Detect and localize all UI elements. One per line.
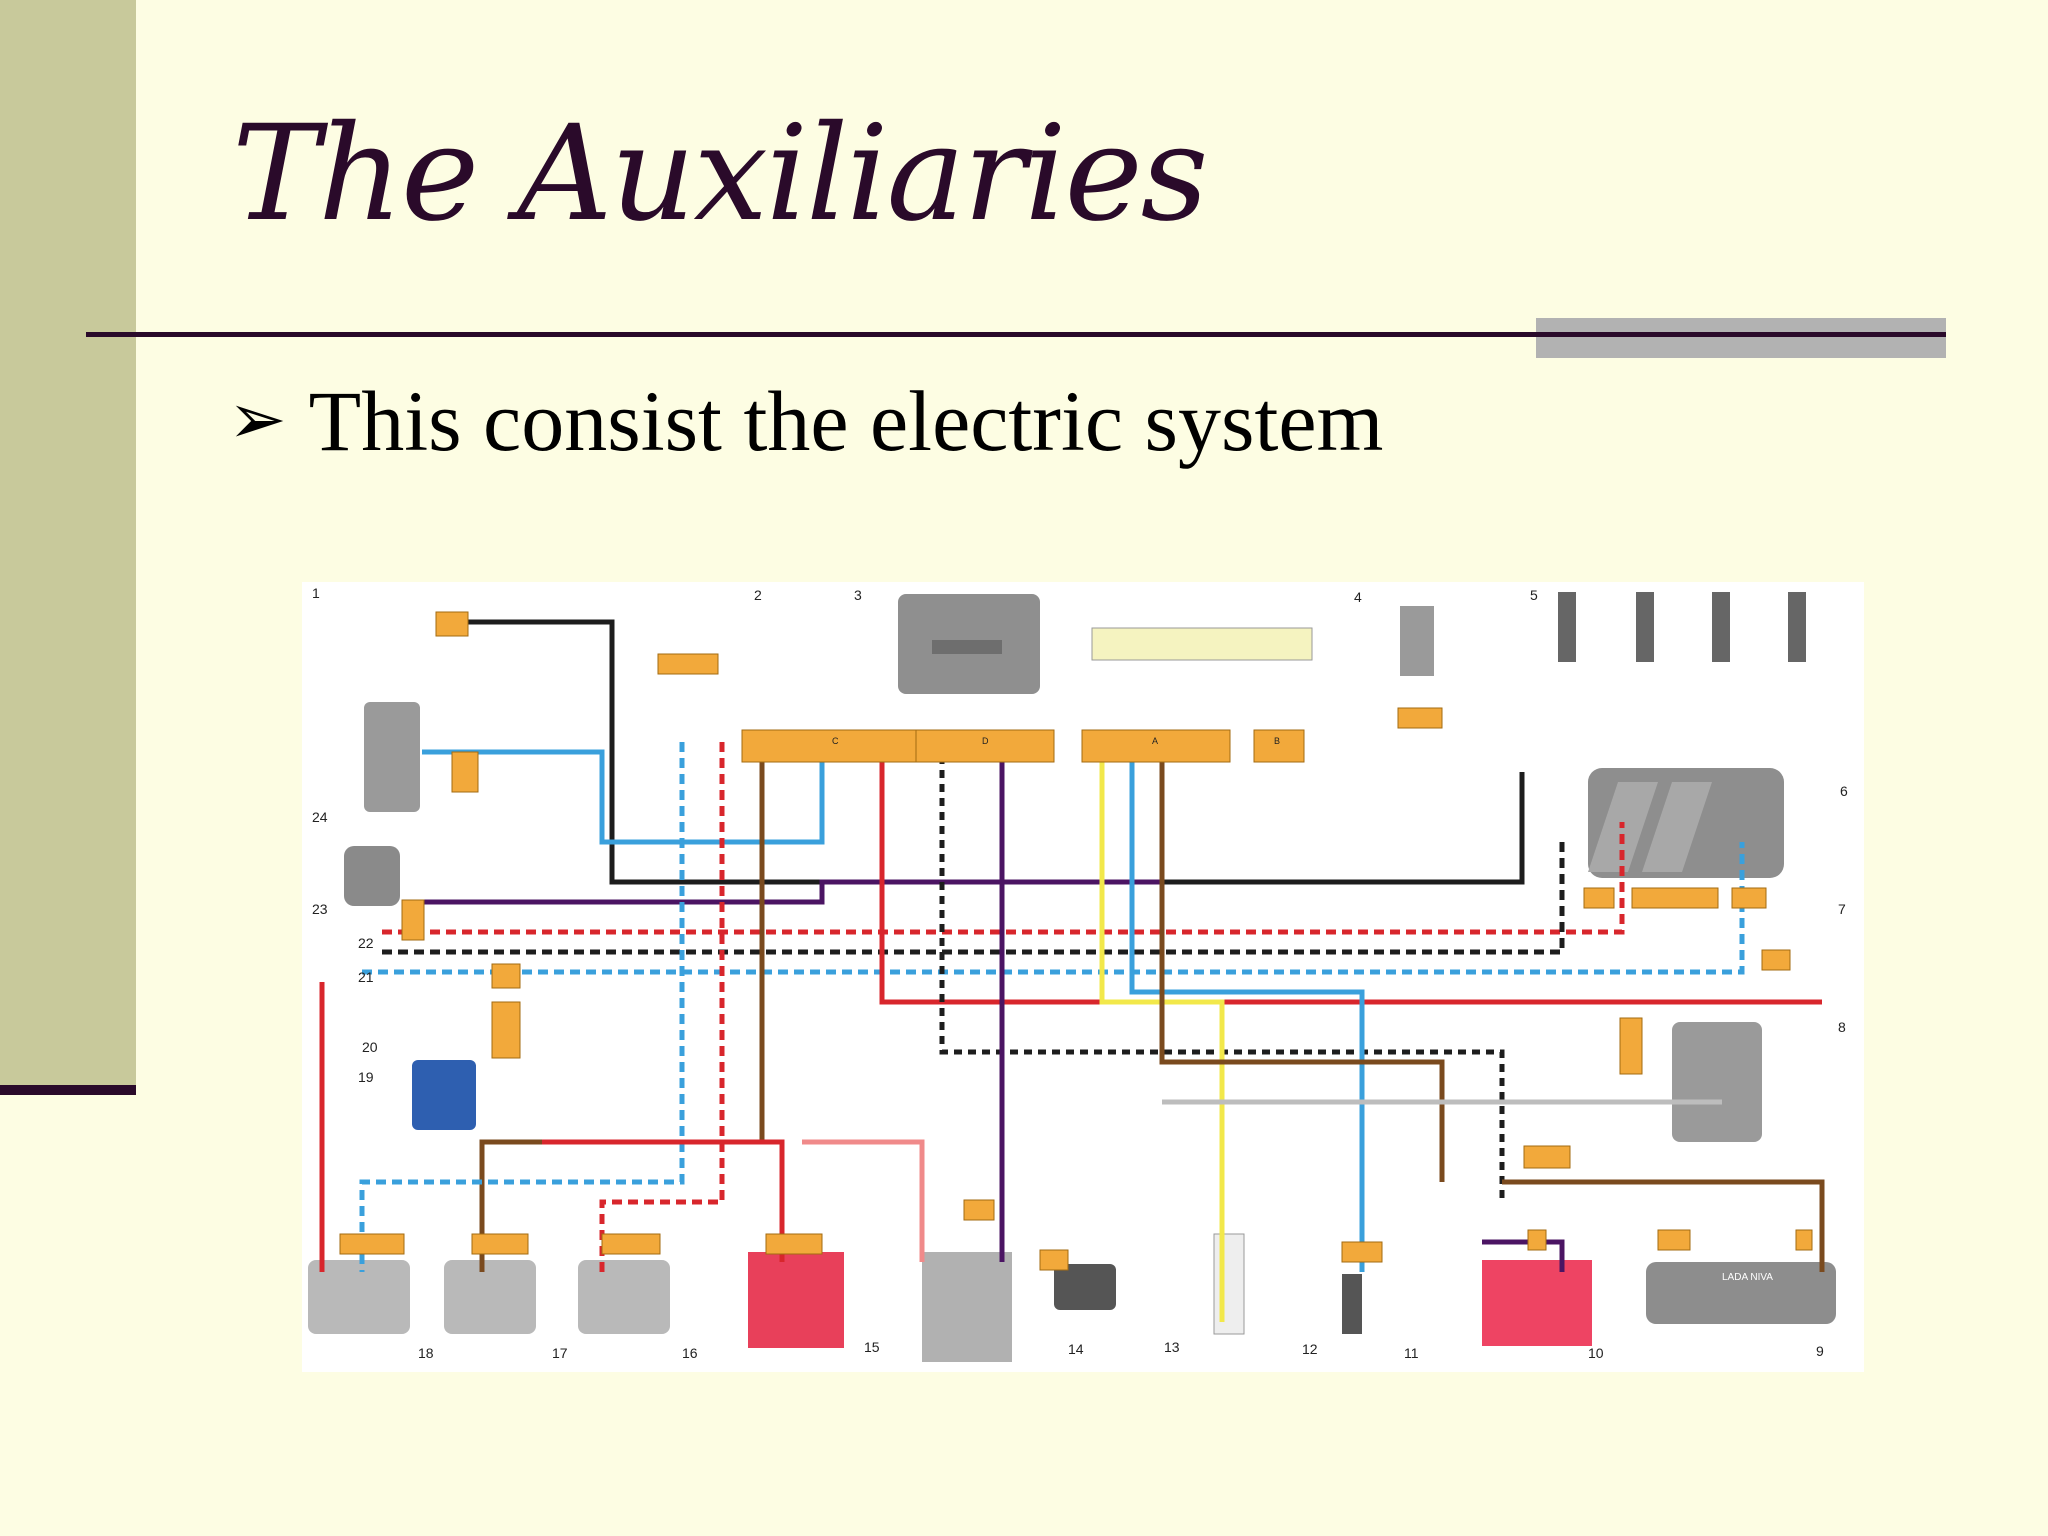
connector-b: B: [1253, 729, 1305, 763]
sensor-4: [1400, 606, 1434, 676]
fuse-block-15: [748, 1252, 844, 1348]
wires: [319, 619, 1825, 1322]
panel-text: LADA NIVA: [1722, 1272, 1773, 1283]
callout-12: 12: [1302, 1341, 1318, 1357]
callout-24: 24: [312, 809, 328, 825]
wiring-diagram-svg: LADA NIVA: [308, 585, 1848, 1362]
sensor-11: [1342, 1274, 1362, 1334]
sensor-23: [344, 846, 400, 906]
slide-title: The Auxiliaries: [232, 97, 1208, 251]
callout-14: 14: [1068, 1341, 1084, 1357]
pump-8: [1672, 1022, 1762, 1142]
callout-4: 4: [1354, 589, 1362, 605]
bullet-text: This consist the electric system: [308, 373, 1384, 469]
callout-15: 15: [864, 1339, 880, 1355]
callout-21: 21: [358, 969, 374, 985]
spark-plugs: [1558, 592, 1806, 662]
callout-11: 11: [1404, 1345, 1419, 1361]
connector-12: [1213, 1233, 1245, 1335]
callout-2: 2: [754, 587, 762, 603]
sensor-24: [364, 702, 420, 812]
callout-23: 23: [312, 901, 328, 917]
connector-a-label: A: [1152, 736, 1158, 746]
bullet-item: ➢ This consist the electric system: [228, 378, 1383, 464]
injector-13: [1054, 1264, 1116, 1310]
title-divider: [86, 332, 1946, 337]
callout-8: 8: [1838, 1019, 1846, 1035]
relay-18: [308, 1260, 410, 1334]
relay-16: [578, 1260, 670, 1334]
side-accent-bar: [0, 0, 136, 1085]
connector-c: C: [741, 729, 933, 763]
callout-19: 19: [358, 1069, 374, 1085]
callout-22: 22: [358, 935, 374, 951]
connector-a: A: [1081, 729, 1231, 763]
callout-13: 13: [1164, 1339, 1180, 1355]
callout-16: 16: [682, 1345, 698, 1361]
callout-10: 10: [1588, 1345, 1604, 1361]
callout-17: 17: [552, 1345, 568, 1361]
callout-20: 20: [362, 1039, 378, 1055]
diagnostic-connector: [1091, 627, 1313, 661]
wiring-diagram: LADA NIVA: [302, 582, 1864, 1372]
relay-17: [444, 1260, 536, 1334]
side-accent-underline: [0, 1085, 136, 1095]
actuator-19: [412, 1060, 476, 1130]
callout-7: 7: [1838, 901, 1846, 917]
callout-9: 9: [1816, 1343, 1824, 1359]
arrow-bullet-icon: ➢: [228, 382, 287, 459]
callout-6: 6: [1840, 783, 1848, 799]
callout-3: 3: [854, 587, 862, 603]
callout-18: 18: [418, 1345, 434, 1361]
connector-b-label: B: [1274, 736, 1280, 746]
instrument-panel-9: LADA NIVA: [1646, 1262, 1836, 1324]
callout-numbers: 1 2 3 4 5 6 7 8 9 10 11 12 13 14 15 16 1…: [312, 585, 1848, 1361]
connector-d: D: [915, 729, 1055, 763]
callout-5: 5: [1530, 587, 1538, 603]
callout-1: 1: [312, 585, 320, 601]
ecu-module: [898, 594, 1040, 694]
divider-accent-block: [1536, 318, 1946, 358]
fuse-10: [1482, 1260, 1592, 1346]
small-connectors: [339, 611, 1813, 1271]
connector-c-label: C: [832, 736, 839, 746]
ignition-module: [1588, 768, 1784, 878]
divider-accent-line: [1536, 332, 1946, 337]
module-14: [922, 1252, 1012, 1362]
connector-d-label: D: [982, 736, 989, 746]
